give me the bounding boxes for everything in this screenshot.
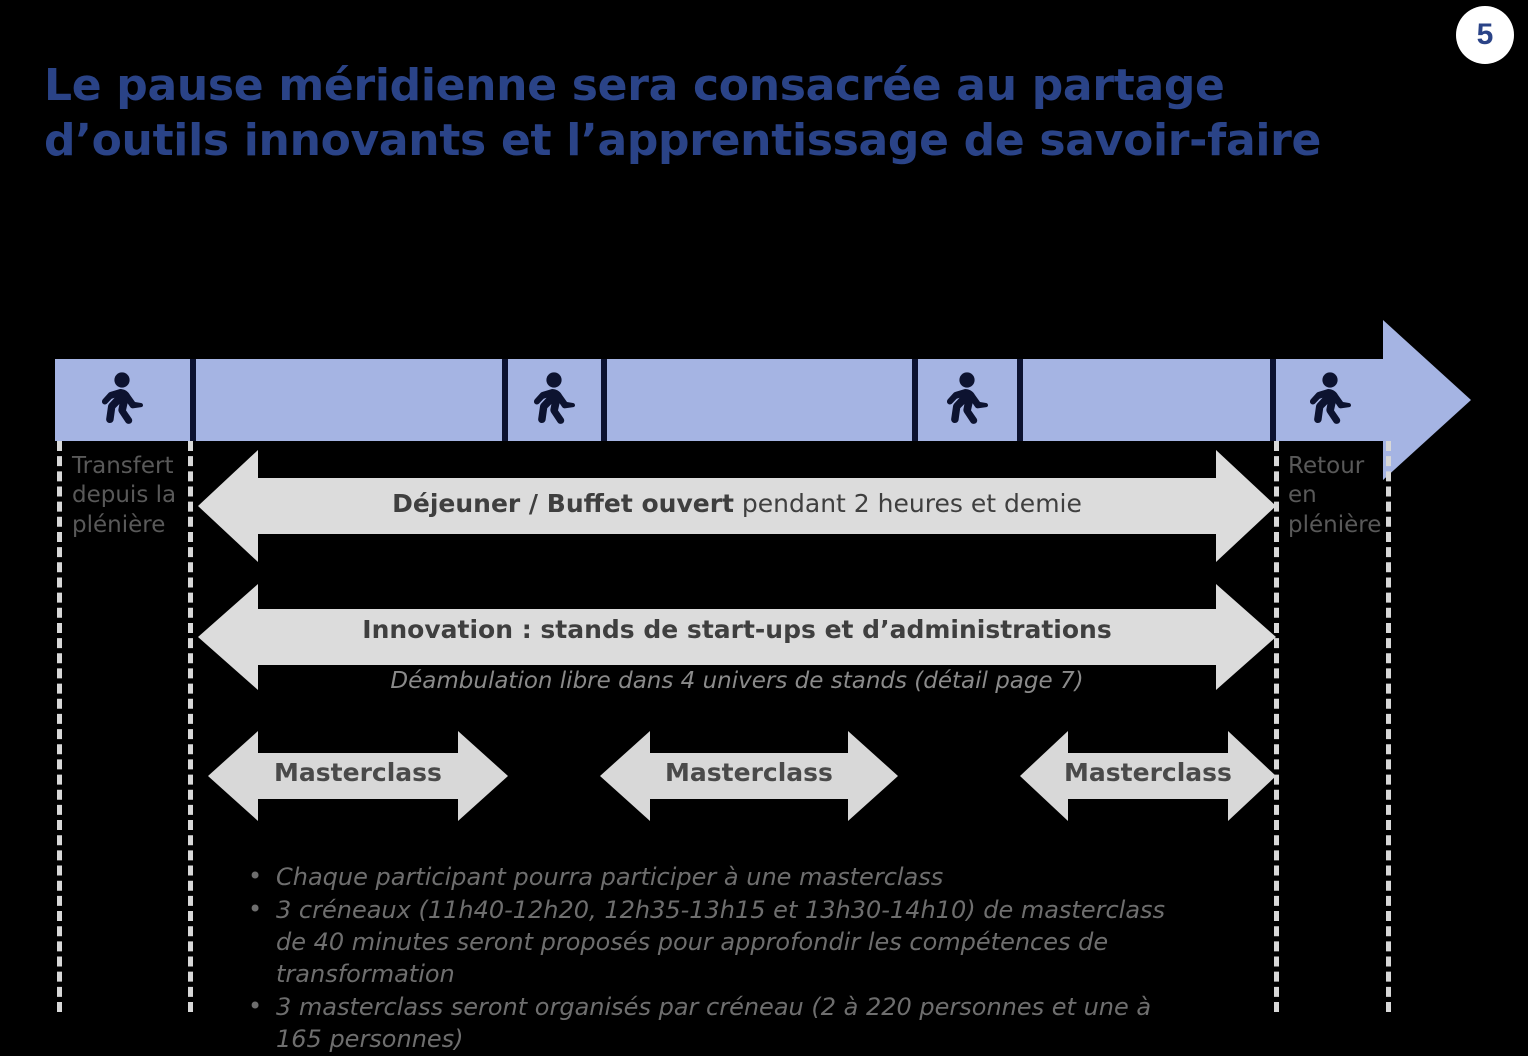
label-transfert-depuis-la-pleniere: Transfert depuis la plénière [72,453,177,538]
double-headed-arrow-icon [1020,731,1276,821]
list-item: 3 masterclass seront organisés par créne… [240,991,1170,1056]
band-innovation-stands: Innovation : stands de start-ups et d’ad… [198,582,1276,692]
pedestrian-walking-icon [1309,372,1351,424]
page-number-badge: 5 [1456,6,1514,64]
band-innovation-subtitle: Déambulation libre dans 4 univers de sta… [390,668,1084,694]
band-dejeuner-label-bold: Déjeuner / Buffet ouvert [392,489,734,518]
double-headed-arrow-icon [208,731,508,821]
band-masterclass-1-label: Masterclass [274,758,442,787]
slide-canvas: 5 Le pause méridienne sera consacrée au … [0,0,1528,1012]
band-masterclass-2: Masterclass [600,730,898,822]
guide-line-right-inner [1274,441,1279,1012]
segment-walk-4 [1273,359,1385,441]
label-retour-en-pleniere: Retour en plénière [1288,453,1382,538]
band-masterclass-3-label: Masterclass [1064,758,1232,787]
bullet-list: Chaque participant pourra participer à u… [240,861,1170,1056]
segment-gap-1 [193,359,505,441]
guide-line-left-outer [57,441,62,1012]
band-masterclass-2-label: Masterclass [665,758,833,787]
page-title-line-1: Le pause méridienne sera consacrée au pa… [44,60,1225,111]
right-arrow-head-icon [1383,320,1471,480]
band-dejeuner-label: Déjeuner / Buffet ouvert pendant 2 heure… [198,489,1276,518]
guide-line-left-inner [188,441,193,1012]
page-number-value: 5 [1476,18,1494,51]
list-item: Chaque participant pourra participer à u… [240,861,1170,894]
band-dejeuner-label-regular: pendant 2 heures et demie [733,489,1082,518]
segment-walk-1 [55,359,193,441]
double-headed-arrow-icon [198,450,1276,562]
segment-walk-3 [915,359,1020,441]
segment-gap-3 [1020,359,1273,441]
pedestrian-walking-icon [101,372,143,424]
list-item: 3 créneaux (11h40-12h20, 12h35-13h15 et … [240,894,1170,991]
guide-line-right-outer [1386,441,1391,1012]
segment-gap-2 [604,359,915,441]
segment-walk-2 [505,359,604,441]
timeline-bar [55,359,1385,441]
pedestrian-walking-icon [946,372,988,424]
band-dejeuner-buffet: Déjeuner / Buffet ouvert pendant 2 heure… [198,447,1276,565]
double-headed-arrow-icon [198,584,1276,690]
band-innovation-label: Innovation : stands de start-ups et d’ad… [362,615,1112,644]
page-title: Le pause méridienne sera consacrée au pa… [44,58,1344,168]
double-headed-arrow-icon [600,731,898,821]
band-masterclass-3: Masterclass [1020,730,1276,822]
page-title-line-2: d’outils innovants et l’apprentissage de… [44,115,1322,166]
band-masterclass-1: Masterclass [208,730,508,822]
pedestrian-walking-icon [533,372,575,424]
